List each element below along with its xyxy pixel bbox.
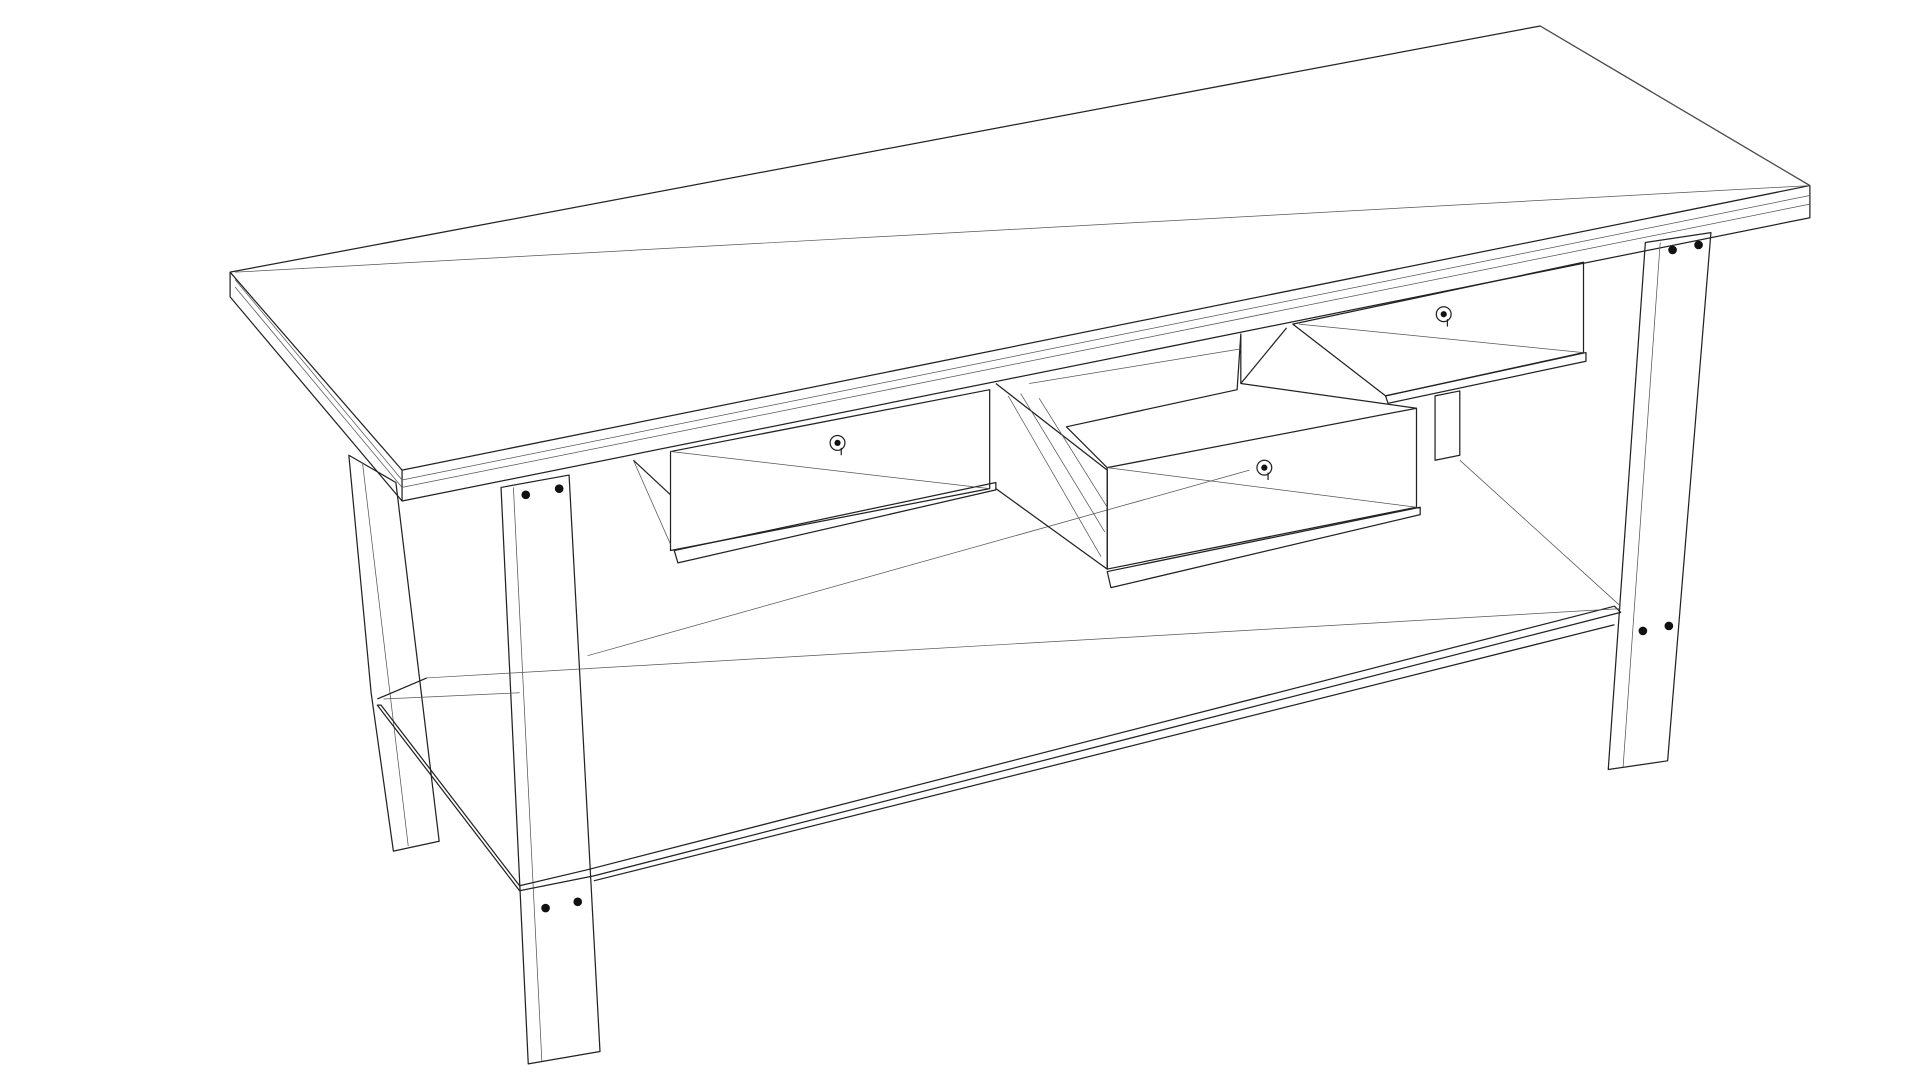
tabletop <box>229 25 1811 502</box>
drawer-left[interactable] <box>632 389 997 564</box>
drawer-knob-icon[interactable] <box>829 434 846 456</box>
front-left-leg <box>500 474 601 1065</box>
drawer-knob-icon[interactable] <box>1435 306 1452 327</box>
drawer-middle-open[interactable] <box>995 327 1421 589</box>
back-left-leg <box>348 454 440 852</box>
drawer-right[interactable] <box>1292 261 1587 404</box>
drawer-knob-icon[interactable] <box>1256 459 1273 480</box>
front-right-leg <box>1607 231 1712 771</box>
lower-shelf <box>376 459 1622 892</box>
back-right-leg <box>1434 390 1461 461</box>
